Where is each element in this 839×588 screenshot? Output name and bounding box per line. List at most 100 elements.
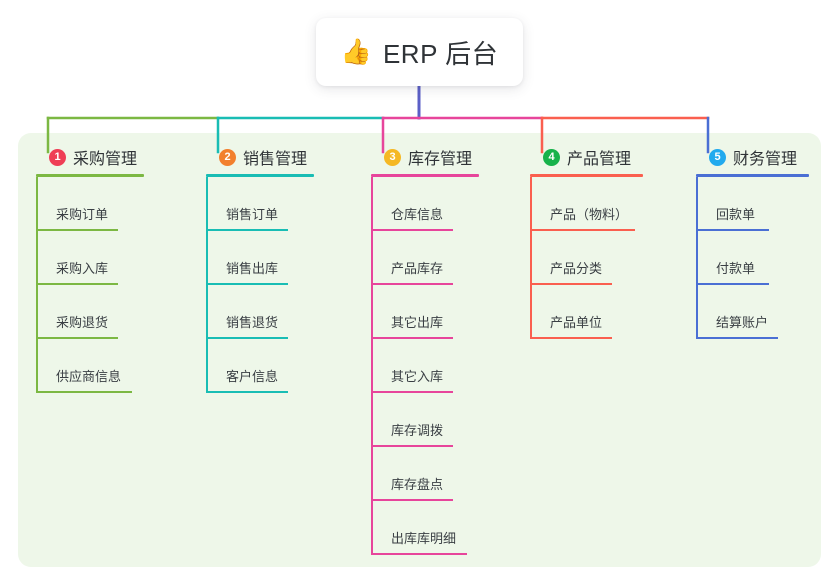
- branch-column-purchase: 1 采购管理采购订单采购入库采购退货供应商信息: [36, 145, 144, 393]
- branch-item-underline: [36, 229, 118, 231]
- branch-title: 产品管理: [567, 151, 632, 168]
- branch-item-underline: [36, 337, 118, 339]
- branch-header-inventory[interactable]: 3 库存管理: [371, 145, 479, 169]
- branch-number-badge: 1: [49, 148, 66, 166]
- branch-header-finance[interactable]: 5 财务管理: [696, 145, 809, 169]
- branch-item[interactable]: 销售退货: [206, 285, 314, 339]
- branch-item[interactable]: 采购入库: [36, 231, 144, 285]
- branch-spine: [530, 177, 532, 339]
- branch-underline: [696, 174, 809, 177]
- branch-item[interactable]: 销售出库: [206, 231, 314, 285]
- branch-item-underline: [530, 337, 612, 339]
- branch-item-label: 采购入库: [56, 261, 109, 276]
- branch-item[interactable]: 出库库明细: [371, 501, 479, 555]
- branch-item[interactable]: 库存盘点: [371, 447, 479, 501]
- branch-number-badge: 3: [384, 148, 401, 166]
- branch-item-label: 产品单位: [550, 315, 603, 330]
- branch-underline: [371, 174, 479, 177]
- branch-underline: [36, 174, 144, 177]
- branch-item[interactable]: 其它入库: [371, 339, 479, 393]
- branch-title: 销售管理: [243, 151, 308, 168]
- branch-item-label: 产品（物料）: [550, 207, 629, 222]
- branch-item-label: 产品分类: [550, 261, 603, 276]
- branch-number-badge: 4: [543, 148, 560, 166]
- branch-item-underline: [530, 229, 635, 231]
- branch-spine: [36, 177, 38, 393]
- branch-header-sales[interactable]: 2 销售管理: [206, 145, 314, 169]
- branch-item-underline: [371, 445, 453, 447]
- branch-item-label: 采购订单: [56, 207, 109, 222]
- branch-item-label: 出库库明细: [391, 531, 457, 546]
- branch-spine: [696, 177, 698, 339]
- branch-item-underline: [371, 553, 467, 555]
- branch-title: 财务管理: [733, 151, 798, 168]
- branch-spine: [206, 177, 208, 393]
- branch-item[interactable]: 采购订单: [36, 177, 144, 231]
- branch-item-label: 库存调拨: [391, 423, 444, 438]
- branch-item[interactable]: 销售订单: [206, 177, 314, 231]
- branch-item[interactable]: 回款单: [696, 177, 809, 231]
- branch-item[interactable]: 采购退货: [36, 285, 144, 339]
- root-node[interactable]: 👍 ERP 后台: [316, 18, 523, 86]
- branch-item-underline: [371, 499, 453, 501]
- branch-item[interactable]: 仓库信息: [371, 177, 479, 231]
- branch-column-product: 4 产品管理产品（物料） 产品分类产品单位: [530, 145, 643, 339]
- branch-item[interactable]: 产品单位: [530, 285, 643, 339]
- branch-item-underline: [206, 229, 288, 231]
- root-title: ERP 后台: [382, 38, 499, 69]
- branch-item-label: 销售出库: [226, 261, 279, 276]
- branch-header-purchase[interactable]: 1 采购管理: [36, 145, 144, 169]
- branch-item-label: 其它出库: [391, 315, 444, 330]
- branch-items-finance: 回款单付款单结算账户: [696, 177, 809, 339]
- branch-item[interactable]: 客户信息: [206, 339, 314, 393]
- branch-item[interactable]: 库存调拨: [371, 393, 479, 447]
- branch-item-label: 其它入库: [391, 369, 444, 384]
- branch-item-label: 销售退货: [226, 315, 279, 330]
- branch-title: 采购管理: [73, 151, 138, 168]
- branch-item-underline: [36, 391, 132, 393]
- branch-item-underline: [36, 283, 118, 285]
- branch-column-finance: 5 财务管理回款单付款单结算账户: [696, 145, 809, 339]
- branch-column-inventory: 3 库存管理仓库信息产品库存其它出库其它入库库存调拨库存盘点出库库明细: [371, 145, 479, 555]
- branch-item-underline: [696, 283, 769, 285]
- branch-item[interactable]: 其它出库: [371, 285, 479, 339]
- branch-item-label: 供应商信息: [56, 369, 122, 384]
- branch-items-purchase: 采购订单采购入库采购退货供应商信息: [36, 177, 144, 393]
- branch-item-label: 付款单: [716, 261, 756, 276]
- branch-item-underline: [530, 283, 612, 285]
- branch-item[interactable]: 付款单: [696, 231, 809, 285]
- branch-item-underline: [206, 283, 288, 285]
- branch-item[interactable]: 产品库存: [371, 231, 479, 285]
- branch-item-underline: [206, 391, 288, 393]
- branches-panel: [18, 133, 821, 567]
- branch-underline: [206, 174, 314, 177]
- branch-item-underline: [696, 229, 769, 231]
- branch-item-label: 产品库存: [391, 261, 444, 276]
- branch-item-underline: [371, 283, 453, 285]
- branch-item-underline: [371, 337, 453, 339]
- branch-item-label: 采购退货: [56, 315, 109, 330]
- branch-item-underline: [696, 337, 778, 339]
- branch-spine: [371, 177, 373, 555]
- branch-item[interactable]: 产品（物料）: [530, 177, 643, 231]
- branch-number-badge: 5: [709, 148, 726, 166]
- branch-item-label: 库存盘点: [391, 477, 444, 492]
- branch-header-product[interactable]: 4 产品管理: [530, 145, 643, 169]
- branch-item-label: 仓库信息: [391, 207, 444, 222]
- branch-item-underline: [371, 391, 453, 393]
- branch-item-underline: [206, 337, 288, 339]
- branch-item[interactable]: 结算账户: [696, 285, 809, 339]
- branch-item[interactable]: 产品分类: [530, 231, 643, 285]
- branch-item-underline: [371, 229, 453, 231]
- branch-underline: [530, 174, 643, 177]
- branch-item-label: 结算账户: [716, 315, 769, 330]
- branch-item-label: 销售订单: [226, 207, 279, 222]
- branch-item[interactable]: 供应商信息: [36, 339, 144, 393]
- branch-items-inventory: 仓库信息产品库存其它出库其它入库库存调拨库存盘点出库库明细: [371, 177, 479, 555]
- branch-title: 库存管理: [408, 151, 473, 168]
- branch-item-label: 回款单: [716, 207, 756, 222]
- thumbs-up-icon: 👍: [340, 37, 372, 66]
- branch-number-badge: 2: [219, 148, 236, 166]
- branch-items-sales: 销售订单销售出库销售退货客户信息: [206, 177, 314, 393]
